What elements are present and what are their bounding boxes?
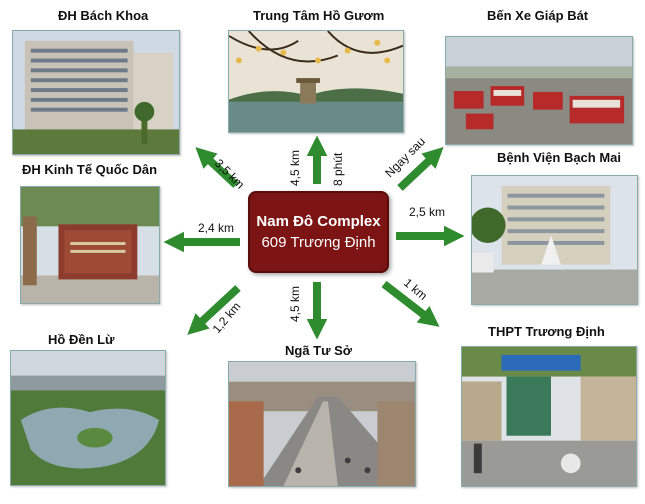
center-project-box: Nam Đô Complex 609 Trương Định — [248, 191, 389, 273]
photo-benh-vien-bach-mai — [471, 175, 638, 305]
photo-dh-bach-khoa — [12, 30, 180, 155]
photo-nga-tu-so — [228, 361, 416, 487]
distance-dh-kinh-te: 2,4 km — [198, 221, 234, 235]
arrow-to-thpt — [381, 280, 440, 327]
distance-ho-den-lu: 1,2 km — [210, 299, 244, 336]
photo-ho-guom — [228, 30, 404, 133]
photo-ho-den-lu — [10, 350, 166, 486]
label-thpt-truong-dinh: THPT Trương Định — [488, 324, 605, 339]
distance-ho-guom: 4,5 km — [288, 150, 302, 186]
label-nga-tu-so: Ngã Tư Sở — [285, 343, 353, 358]
distance-bach-mai: 2,5 km — [409, 205, 445, 219]
time-ho-guom: 8 phút — [331, 152, 345, 186]
label-benh-vien-bach-mai: Bệnh Viện Bạch Mai — [497, 150, 622, 165]
photo-thpt-truong-dinh — [461, 346, 637, 487]
center-title: Nam Đô Complex — [256, 213, 381, 230]
arrow-to-ho-den-lu — [187, 285, 241, 335]
label-ho-den-lu: Hồ Đền Lừ — [48, 332, 115, 347]
label-ho-guom: Trung Tâm Hồ Gươm — [253, 8, 385, 23]
label-dh-kinh-te: ĐH Kinh Tế Quốc Dân — [22, 162, 158, 177]
distance-dh-bach-khoa: 3,5 km — [212, 156, 247, 191]
distance-nga-tu-so: 4,5 km — [288, 286, 302, 322]
distance-ben-xe: Ngay sau — [382, 134, 428, 180]
distance-thpt: 1 km — [401, 276, 430, 303]
photo-dh-kinh-te — [20, 186, 160, 304]
label-dh-bach-khoa: ĐH Bách Khoa — [58, 8, 149, 23]
center-address: 609 Trương Định — [261, 234, 376, 251]
photo-ben-xe-giap-bat — [445, 36, 633, 145]
arrow-to-dh-bach-khoa — [195, 147, 239, 188]
arrow-to-ben-xe — [397, 147, 444, 191]
label-ben-xe-giap-bat: Bến Xe Giáp Bát — [487, 8, 589, 23]
